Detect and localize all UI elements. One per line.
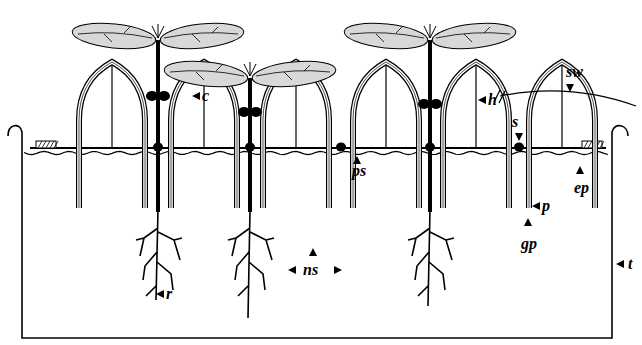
seed [336, 143, 346, 152]
hatch [600, 141, 604, 148]
tube-centre [529, 62, 595, 208]
pointer-arrowhead [334, 266, 342, 274]
part-label: ps [352, 163, 366, 179]
tube-outline [443, 62, 509, 208]
arch-prop [111, 66, 112, 147]
seed [425, 143, 435, 152]
pointer-arrowhead [576, 166, 584, 174]
tube-bore [529, 62, 595, 208]
part-label: ep [574, 180, 589, 196]
pointer-arrowhead [478, 96, 486, 104]
seedling [163, 58, 337, 318]
cotyledon [158, 91, 170, 101]
tube-centre [79, 62, 145, 208]
pointer-arrowhead [309, 248, 317, 256]
part-label: ns [303, 262, 318, 278]
pointer-arrowhead [524, 218, 532, 226]
hatch [38, 141, 42, 148]
cotyledon [238, 107, 250, 117]
leaf-vein [256, 65, 330, 80]
tube-outline [353, 62, 419, 208]
apex [424, 24, 436, 38]
hatch [46, 141, 50, 148]
cotyledon [418, 99, 430, 109]
cotyledon [250, 107, 262, 117]
part-label: c [202, 88, 209, 104]
leaf-vein [78, 27, 152, 42]
part-label: sw [566, 64, 583, 80]
hatch [42, 141, 46, 148]
supply-wire [500, 91, 636, 106]
root [408, 210, 454, 306]
tube-outline [79, 62, 145, 208]
stem [428, 40, 432, 212]
pointer-arrowhead [288, 266, 296, 274]
cotyledon [430, 99, 442, 109]
tube-centre [353, 62, 419, 208]
pointer-arrowhead [616, 260, 624, 268]
arch-prop [561, 66, 562, 147]
pointer-arrowhead [532, 202, 540, 210]
end-piece [36, 141, 56, 148]
leaf [159, 20, 245, 53]
arch-prop [385, 66, 386, 147]
hatch [588, 141, 592, 148]
tube-centre [443, 62, 509, 208]
cotyledon [146, 91, 158, 101]
arch-prop [475, 66, 476, 147]
seed [514, 143, 524, 152]
tube-bore [443, 62, 509, 208]
hatch [50, 141, 54, 148]
apex [244, 62, 256, 76]
leaf-vein [436, 27, 510, 42]
part-label: gp [521, 236, 537, 252]
root [228, 210, 274, 318]
leaf [71, 20, 157, 53]
tube-outline [529, 62, 595, 208]
leaf-vein [164, 27, 238, 42]
hatch [54, 141, 58, 148]
seedling [71, 20, 245, 300]
leaf [343, 20, 429, 53]
leaf [431, 20, 517, 53]
part-label: t [628, 256, 632, 272]
leaf-vein [350, 27, 424, 42]
tank [8, 126, 628, 338]
part-label: h [488, 92, 497, 108]
pointer-arrowhead [566, 84, 574, 92]
tube-bore [353, 62, 419, 208]
seed [245, 143, 255, 152]
tube-bore [79, 62, 145, 208]
leaf [251, 58, 337, 91]
part-label: r [166, 286, 172, 302]
nutrient-surface [24, 151, 608, 154]
hatch [584, 141, 588, 148]
pointer-arrowhead [192, 92, 200, 100]
pointer-arrowhead [515, 133, 523, 141]
seedling [343, 20, 517, 306]
leaf [163, 58, 249, 91]
apex [152, 24, 164, 38]
stem [156, 40, 160, 212]
leaf-vein [170, 65, 244, 80]
seed [153, 143, 163, 152]
root [136, 210, 182, 300]
pointer-arrowhead [156, 290, 164, 298]
part-label: p [542, 198, 550, 214]
part-label: s [512, 114, 518, 130]
